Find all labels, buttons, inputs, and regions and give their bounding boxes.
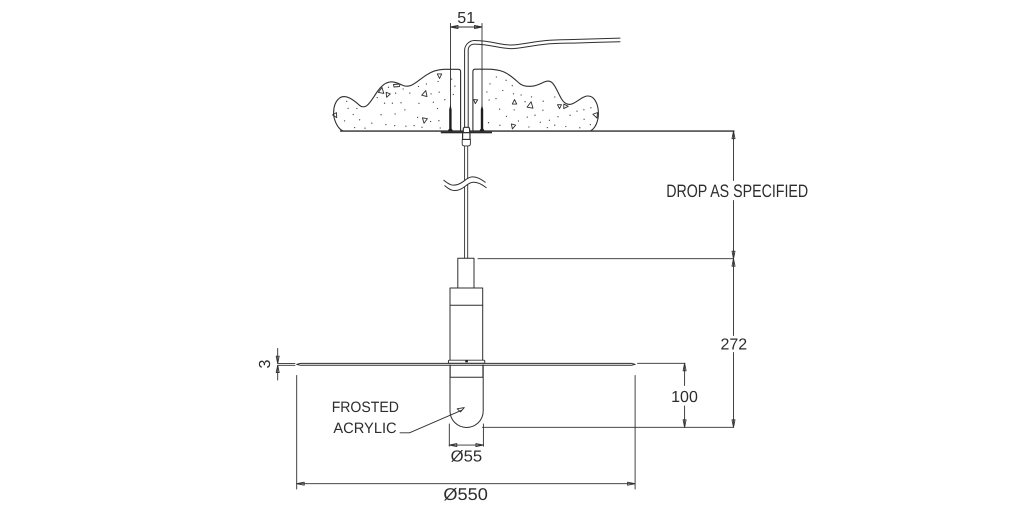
svg-text:100: 100: [671, 389, 698, 406]
svg-text:Ø550: Ø550: [443, 485, 488, 504]
svg-text:ACRYLIC: ACRYLIC: [333, 420, 396, 437]
svg-text:DROP AS SPECIFIED: DROP AS SPECIFIED: [666, 181, 808, 201]
svg-text:3: 3: [257, 359, 274, 368]
svg-text:272: 272: [720, 337, 747, 354]
svg-text:FROSTED: FROSTED: [332, 399, 399, 416]
svg-text:51: 51: [457, 10, 475, 27]
svg-text:Ø55: Ø55: [451, 449, 483, 466]
